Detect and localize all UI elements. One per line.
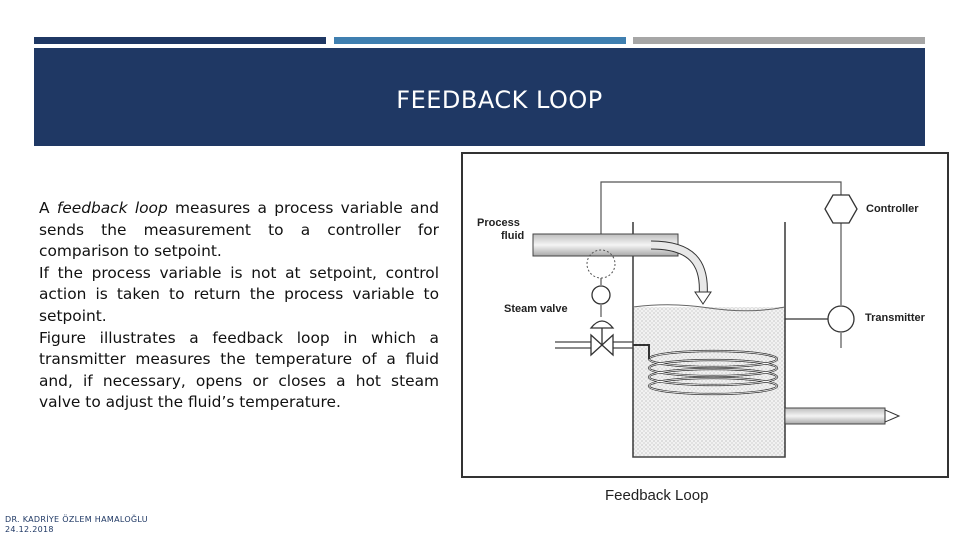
steam-valve-label: Steam valve (504, 303, 568, 315)
process-fluid-label-line2: fluid (501, 230, 524, 242)
feedback-loop-diagram: Process fluid Steam valve Controller Tra… (477, 181, 926, 458)
body-text: A feedback loop measures a process varia… (39, 198, 439, 414)
footer: DR. KADRİYE ÖZLEM HAMALOĞLU 24.12.2018 (5, 515, 148, 535)
tank (632, 222, 786, 458)
transmitter-icon (827, 305, 855, 333)
paragraph-1-rest: measures a process variable and sends th… (39, 199, 439, 261)
top-accent-bar-gray (633, 37, 925, 44)
inlet-measurement-icon (586, 249, 616, 279)
valve-positioner-icon (591, 285, 611, 305)
slide-title: FEEDBACK LOOP (396, 86, 603, 114)
paragraph-1-emphasis: feedback loop (56, 199, 168, 217)
top-accent-bar-dark (34, 37, 326, 44)
steam-valve-icon (589, 320, 615, 357)
title-banner: FEEDBACK LOOP (34, 48, 925, 146)
paragraph-1-prefix: A (39, 199, 57, 217)
transmitter-label: Transmitter (865, 312, 926, 324)
footer-date: 24.12.2018 (5, 525, 54, 534)
steam-line (555, 341, 633, 349)
paragraph-1: A feedback loop measures a process varia… (39, 198, 439, 263)
process-fluid-label-line1: Process (477, 217, 520, 229)
process-fluid-inlet-pipe (532, 233, 712, 305)
signal-line (600, 181, 842, 348)
controller-icon (824, 194, 858, 224)
top-accent-bar-blue (334, 37, 626, 44)
outlet-pipe (784, 407, 901, 425)
paragraph-2: If the process variable is not at setpoi… (39, 263, 439, 325)
controller-label: Controller (866, 203, 919, 215)
figure-caption: Feedback Loop (605, 487, 709, 504)
footer-author: DR. KADRİYE ÖZLEM HAMALOĞLU (5, 515, 148, 524)
paragraph-3: Figure illustrates a feedback loop in wh… (39, 328, 439, 412)
